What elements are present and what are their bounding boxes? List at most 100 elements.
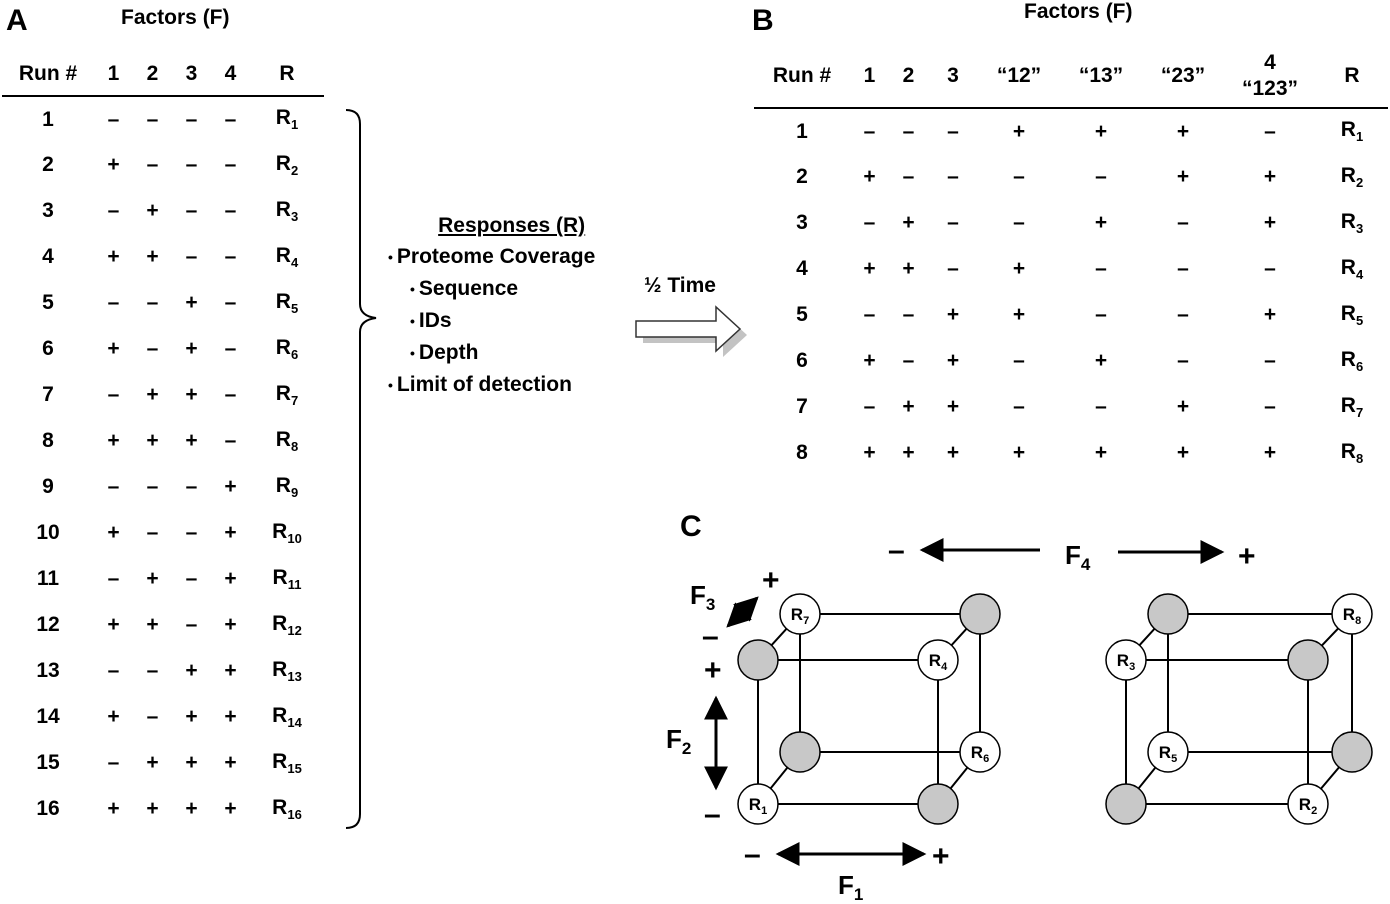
table-row: 6+–+–R6 bbox=[2, 326, 324, 372]
response-item: •Sequence bbox=[410, 276, 519, 300]
factor-level: – bbox=[107, 291, 120, 314]
f3-plus-label: + bbox=[762, 564, 780, 597]
factor-level: – bbox=[902, 119, 915, 143]
factor-level: + bbox=[185, 705, 198, 728]
header-factor-3: 3 bbox=[947, 63, 959, 87]
factor-level: – bbox=[107, 199, 120, 222]
header-factor-4: 4 bbox=[224, 61, 237, 85]
half-time-label: ½ Time bbox=[644, 274, 716, 297]
run-number: 4 bbox=[42, 245, 54, 268]
factor-level: – bbox=[1095, 257, 1107, 280]
factor-level: + bbox=[146, 751, 159, 774]
factor-level: – bbox=[1095, 165, 1107, 188]
response-label: R14 bbox=[272, 703, 302, 731]
factor-level: + bbox=[946, 395, 960, 418]
left-cube-node-r4 bbox=[917, 639, 959, 681]
table-row: 4++––R4 bbox=[2, 234, 324, 280]
factor-level: + bbox=[1012, 441, 1026, 464]
table-row: 13––++R13 bbox=[2, 648, 324, 694]
factor-level: – bbox=[107, 475, 120, 498]
factor-level: – bbox=[947, 165, 959, 188]
factor-level: – bbox=[902, 165, 915, 188]
table-row: 8+++++++R8 bbox=[754, 430, 1388, 476]
response-label: R8 bbox=[1340, 439, 1364, 467]
panel-c-letter: C bbox=[680, 510, 702, 543]
factor-level: + bbox=[1012, 119, 1026, 143]
factor-level: + bbox=[107, 521, 120, 544]
factor-level: – bbox=[107, 567, 120, 590]
factor-level: + bbox=[1176, 119, 1190, 143]
run-number: 3 bbox=[796, 211, 808, 234]
run-number: 2 bbox=[796, 165, 808, 188]
factor-level: + bbox=[107, 429, 120, 452]
table-row: 3–+––R3 bbox=[2, 188, 324, 234]
factor-level: – bbox=[902, 303, 915, 326]
response-label: R1 bbox=[1340, 118, 1364, 145]
factor-level: + bbox=[146, 245, 159, 268]
factorial-cube-diagram: – F4 + F3 + – + F2 – – + F1 bbox=[666, 534, 1373, 904]
right-cube-node-r8 bbox=[1331, 593, 1373, 635]
response-label: R7 bbox=[275, 381, 299, 409]
table-row: 14+–++R14 bbox=[2, 694, 324, 740]
factor-level: + bbox=[1094, 211, 1108, 234]
factor-level: – bbox=[947, 257, 959, 280]
header-interaction-23: “23” bbox=[1160, 63, 1206, 87]
f2-label: F2 bbox=[666, 724, 691, 758]
factor-level: – bbox=[146, 337, 159, 360]
run-number: 13 bbox=[36, 659, 60, 682]
table-row: 6+–+–+––R6 bbox=[754, 338, 1388, 384]
factor-level: + bbox=[1263, 303, 1277, 326]
panel-b-header-row: Run # 1 2 3 “12” “13” “23” 4 “123” R bbox=[754, 44, 1388, 108]
factor-level: + bbox=[946, 349, 960, 372]
run-number: 1 bbox=[42, 107, 54, 131]
factor-level: – bbox=[863, 119, 876, 143]
f1-minus-label: – bbox=[744, 838, 761, 871]
factor-level: + bbox=[107, 245, 120, 268]
factor-level: + bbox=[224, 659, 237, 682]
response-label: R2 bbox=[1340, 163, 1364, 191]
factor-level: – bbox=[224, 337, 237, 360]
factor-level: + bbox=[863, 441, 876, 464]
factor-level: + bbox=[107, 613, 120, 636]
factor-level: + bbox=[1176, 395, 1190, 418]
run-number: 8 bbox=[42, 429, 54, 452]
factor-level: – bbox=[1013, 349, 1025, 372]
response-label: R8 bbox=[275, 427, 299, 455]
response-label: R6 bbox=[275, 335, 299, 363]
table-row: 10+––+R10 bbox=[2, 510, 324, 556]
right-cube-node bbox=[1105, 783, 1147, 825]
factor-level: + bbox=[863, 257, 876, 280]
response-item: •Proteome Coverage bbox=[388, 245, 596, 268]
factor-level: – bbox=[947, 211, 959, 234]
panel-a-letter: A bbox=[6, 4, 28, 37]
right-cube-node-r3 bbox=[1105, 639, 1147, 681]
factor-level: – bbox=[146, 659, 159, 682]
response-label: R7 bbox=[1340, 393, 1364, 421]
factor-level: – bbox=[107, 751, 120, 774]
run-number: 3 bbox=[42, 199, 54, 222]
factor-level: – bbox=[1177, 257, 1189, 280]
table-row: 1––––R1 bbox=[2, 96, 324, 142]
factor-level: + bbox=[946, 303, 960, 326]
factor-level: + bbox=[185, 659, 198, 682]
run-number: 8 bbox=[796, 441, 808, 464]
header-factor-2: 2 bbox=[146, 61, 159, 85]
table-row: 7–++––+–R7 bbox=[754, 384, 1388, 430]
response-label: R1 bbox=[275, 106, 299, 133]
factor-level: + bbox=[146, 613, 159, 636]
table-row: 8+++–R8 bbox=[2, 418, 324, 464]
run-number: 5 bbox=[42, 291, 54, 314]
factor-level: – bbox=[146, 705, 159, 728]
response-label: R5 bbox=[275, 289, 299, 317]
header-factor-3: 3 bbox=[185, 61, 198, 85]
table-row: 5––++––+R5 bbox=[754, 292, 1388, 338]
run-number: 6 bbox=[42, 337, 54, 360]
factor-level: – bbox=[146, 153, 159, 176]
table-row: 2+–––R2 bbox=[2, 142, 324, 188]
panel-a-factors-title: Factors (F) bbox=[121, 6, 230, 29]
header-response: R bbox=[1344, 63, 1360, 87]
factor-level: + bbox=[146, 797, 159, 820]
factor-level: – bbox=[1264, 349, 1276, 372]
factor-level: – bbox=[107, 107, 120, 131]
f1-label: F1 bbox=[838, 870, 863, 904]
